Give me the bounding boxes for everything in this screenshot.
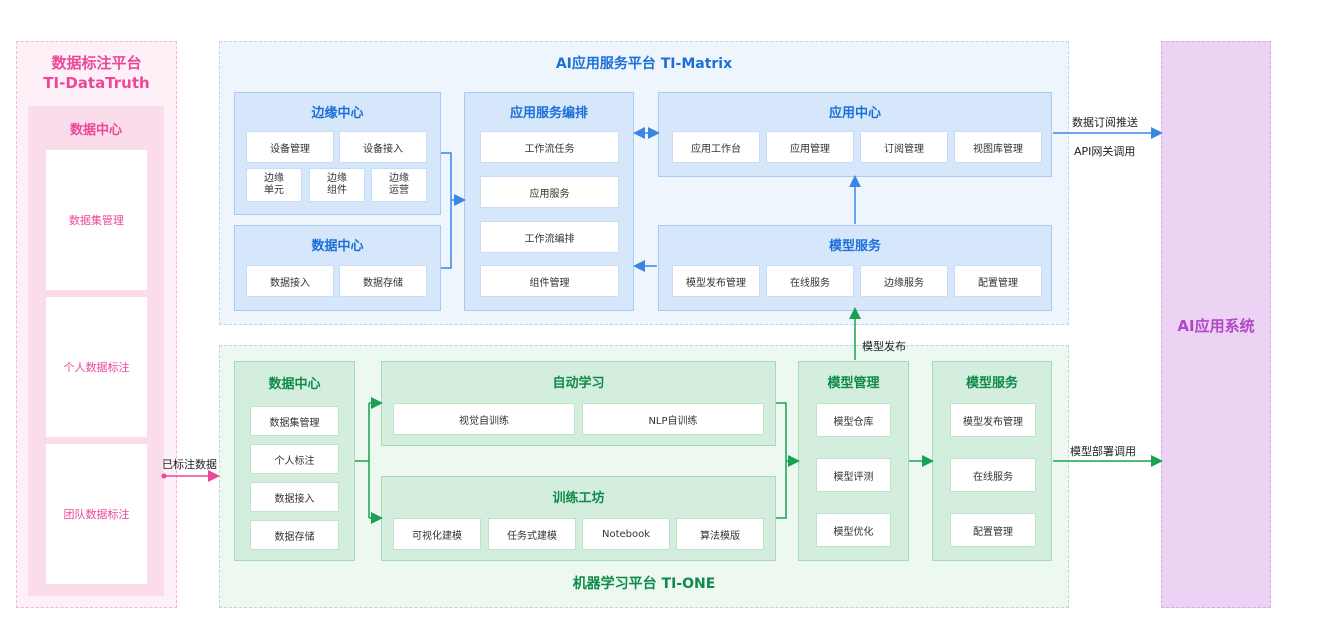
orch-workflow-task[interactable]: 工作流任务	[480, 131, 619, 163]
tione-model-service-title: 模型服务	[965, 375, 1018, 391]
matrix-data-storage[interactable]: 数据存储	[339, 265, 427, 297]
label-model-publish: 模型发布	[862, 340, 906, 353]
datatruth-data-center-title: 数据中心	[69, 122, 122, 138]
subscription-mgmt[interactable]: 订阅管理	[860, 131, 948, 163]
datatruth-personal-labeling[interactable]: 个人数据标注	[46, 297, 147, 437]
datatruth-title-line1: 数据标注平台	[51, 53, 142, 72]
orch-app-service[interactable]: 应用服务	[480, 176, 619, 208]
edge-unit[interactable]: 边缘 单元	[246, 168, 302, 202]
datatruth-title-line2: TI-DataTruth	[43, 74, 150, 92]
tione-data-storage[interactable]: 数据存储	[250, 520, 339, 550]
matrix-config-mgmt[interactable]: 配置管理	[954, 265, 1042, 297]
tione-config-mgmt[interactable]: 配置管理	[950, 513, 1036, 547]
label-data-push: 数据订阅推送	[1072, 116, 1138, 129]
label-labeled-data: 已标注数据	[162, 458, 217, 471]
algorithm-template[interactable]: 算法模版	[676, 518, 764, 550]
matrix-data-center-title: 数据中心	[311, 238, 364, 254]
orch-workflow-editor[interactable]: 工作流编排	[480, 221, 619, 253]
datatruth-team-labeling[interactable]: 团队数据标注	[46, 444, 147, 584]
training-workshop-title: 训练工坊	[552, 490, 605, 506]
task-modeling[interactable]: 任务式建模	[488, 518, 576, 550]
ai-app-system	[1161, 41, 1271, 608]
edge-component[interactable]: 边缘 组件	[309, 168, 365, 202]
edge-operation[interactable]: 边缘 运营	[371, 168, 427, 202]
matrix-online-service[interactable]: 在线服务	[766, 265, 854, 297]
tione-data-access[interactable]: 数据接入	[250, 482, 339, 512]
tione-model-publish-mgmt[interactable]: 模型发布管理	[950, 403, 1036, 437]
vision-autotrain[interactable]: 视觉自训练	[393, 403, 575, 435]
matrix-edge-service[interactable]: 边缘服务	[860, 265, 948, 297]
label-api-call: API网关调用	[1074, 145, 1136, 158]
model-mgmt-title: 模型管理	[827, 375, 880, 391]
model-evaluation[interactable]: 模型评测	[816, 458, 891, 492]
edge-center-title: 边缘中心	[311, 105, 364, 121]
ai-app-system-title: AI应用系统	[1177, 316, 1255, 335]
matrix-model-publish-mgmt[interactable]: 模型发布管理	[672, 265, 760, 297]
model-repository[interactable]: 模型仓库	[816, 403, 891, 437]
tione-online-service[interactable]: 在线服务	[950, 458, 1036, 492]
edge-device-access[interactable]: 设备接入	[339, 131, 427, 163]
labeled-data-dot	[161, 473, 167, 479]
label-model-deploy: 模型部署调用	[1070, 445, 1136, 458]
tione-title: 机器学习平台 TI-ONE	[572, 576, 716, 592]
visual-modeling[interactable]: 可视化建模	[393, 518, 481, 550]
tione-data-center-title: 数据中心	[268, 376, 321, 392]
app-center-title: 应用中心	[828, 105, 881, 121]
auto-learning-title: 自动学习	[552, 375, 605, 391]
orch-component-mgmt[interactable]: 组件管理	[480, 265, 619, 297]
merge-bracket-matrix	[441, 152, 452, 269]
app-workbench[interactable]: 应用工作台	[672, 131, 760, 163]
notebook[interactable]: Notebook	[582, 518, 670, 550]
orchestration-title: 应用服务编排	[509, 105, 588, 121]
tione-personal-labeling[interactable]: 个人标注	[250, 444, 339, 474]
nlp-autotrain[interactable]: NLP自训练	[582, 403, 764, 435]
model-optimization[interactable]: 模型优化	[816, 513, 891, 547]
view-library-mgmt[interactable]: 视图库管理	[954, 131, 1042, 163]
merge-bracket-tione	[776, 402, 787, 519]
edge-device-mgmt[interactable]: 设备管理	[246, 131, 334, 163]
matrix-title: AI应用服务平台 TI-Matrix	[555, 56, 733, 72]
matrix-model-service-title: 模型服务	[828, 238, 881, 254]
app-management[interactable]: 应用管理	[766, 131, 854, 163]
datatruth-dataset-mgmt[interactable]: 数据集管理	[46, 150, 147, 290]
tione-dataset-mgmt[interactable]: 数据集管理	[250, 406, 339, 436]
matrix-data-access[interactable]: 数据接入	[246, 265, 334, 297]
